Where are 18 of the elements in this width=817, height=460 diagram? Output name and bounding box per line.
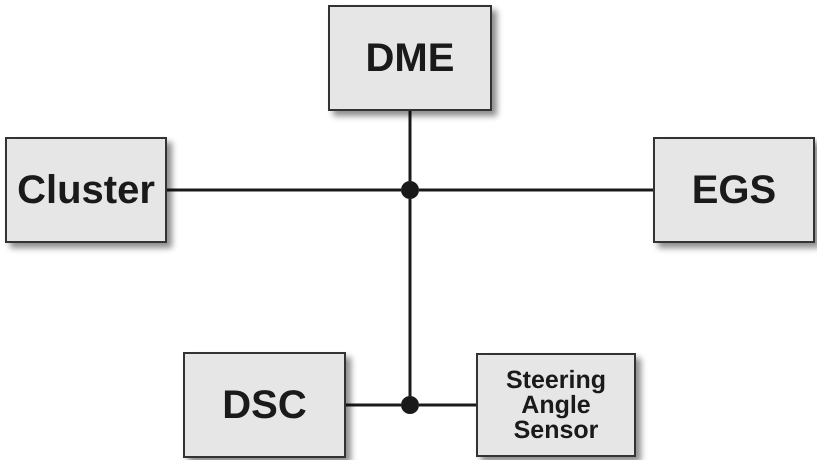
connector-line: [346, 404, 401, 406]
connector-line: [419, 188, 653, 192]
module-box: [653, 137, 815, 243]
module-label: Cluster: [16, 168, 156, 212]
module-box: [328, 5, 492, 111]
connector-line: [408, 199, 412, 396]
junction-dot: [401, 181, 419, 199]
connector-line: [167, 188, 401, 192]
module-label: DSC: [221, 383, 308, 427]
module-label: Steering Angle Sensor: [504, 368, 608, 442]
module-label: EGS: [690, 168, 778, 212]
junction-dot: [401, 396, 419, 414]
module-box: [5, 137, 167, 243]
module-box: [476, 353, 636, 457]
connector-line: [408, 111, 412, 181]
module-box: [183, 352, 346, 458]
connector-line: [419, 404, 476, 406]
module-label: DME: [364, 36, 456, 80]
